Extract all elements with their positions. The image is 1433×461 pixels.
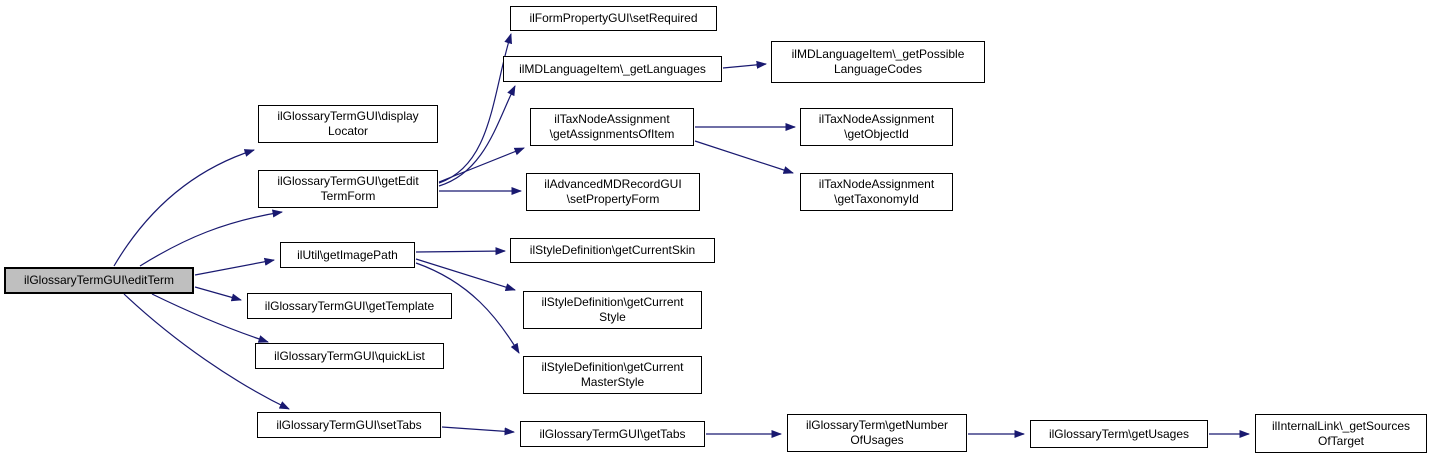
node-getNumberOfUsages[interactable]: ilGlossaryTerm\getNumber OfUsages [787, 414, 967, 452]
edge-setTabs-getTabs [441, 426, 515, 436]
node-getTaxonomyId[interactable]: ilTaxNodeAssignment \getTaxonomyId [800, 173, 953, 211]
edge-editTerm-getTemplate [194, 286, 242, 302]
node-getObjectId[interactable]: ilTaxNodeAssignment \getObjectId [800, 108, 953, 146]
node-getUsages[interactable]: ilGlossaryTerm\getUsages [1030, 420, 1208, 448]
node-getPossibleLanguageCodes[interactable]: ilMDLanguageItem\_getPossible LanguageCo… [771, 41, 985, 83]
node-editTerm: ilGlossaryTermGUI\editTerm [4, 267, 194, 294]
node-getTabs[interactable]: ilGlossaryTermGUI\getTabs [520, 421, 705, 447]
edge-getImagePath-getCurrentStyle [415, 258, 516, 291]
node-getAssignmentsOfItem[interactable]: ilTaxNodeAssignment \getAssignmentsOfIte… [530, 108, 694, 146]
edge-getLanguages-getPossibleLanguageCodes [722, 60, 767, 69]
edge-getImagePath-getCurrentSkin [415, 247, 506, 256]
edge-getAssignmentsOfItem-getTaxonomyId [694, 140, 794, 174]
node-quickList[interactable]: ilGlossaryTermGUI\quickList [255, 343, 444, 369]
node-setPropertyForm[interactable]: ilAdvancedMDRecordGUI \setPropertyForm [526, 173, 700, 211]
node-displayLocator[interactable]: ilGlossaryTermGUI\display Locator [258, 105, 438, 143]
node-getCurrentMasterStyle[interactable]: ilStyleDefinition\getCurrent MasterStyle [523, 356, 702, 394]
edge-getEditTermForm-getLanguages [438, 85, 516, 187]
node-getCurrentSkin[interactable]: ilStyleDefinition\getCurrentSkin [510, 238, 715, 263]
node-getEditTermForm[interactable]: ilGlossaryTermGUI\getEdit TermForm [258, 170, 438, 208]
node-getTemplate[interactable]: ilGlossaryTermGUI\getTemplate [247, 293, 452, 319]
node-getLanguages[interactable]: ilMDLanguageItem\_getLanguages [503, 56, 722, 82]
node-getSourcesOfTarget[interactable]: ilInternalLink\_getSources OfTarget [1255, 414, 1427, 453]
node-setTabs[interactable]: ilGlossaryTermGUI\setTabs [257, 412, 441, 438]
node-getCurrentStyle[interactable]: ilStyleDefinition\getCurrent Style [523, 291, 702, 329]
edge-editTerm-getImagePath [194, 257, 275, 276]
edge-getEditTermForm-setRequired [438, 33, 512, 184]
edge-getEditTermForm-getAssignmentsOfItem [438, 147, 525, 183]
node-getImagePath[interactable]: ilUtil\getImagePath [280, 242, 415, 268]
edge-editTerm-displayLocator [113, 149, 255, 267]
node-setRequired[interactable]: ilFormPropertyGUI\setRequired [510, 6, 717, 31]
edge-editTerm-getEditTermForm [139, 209, 283, 267]
